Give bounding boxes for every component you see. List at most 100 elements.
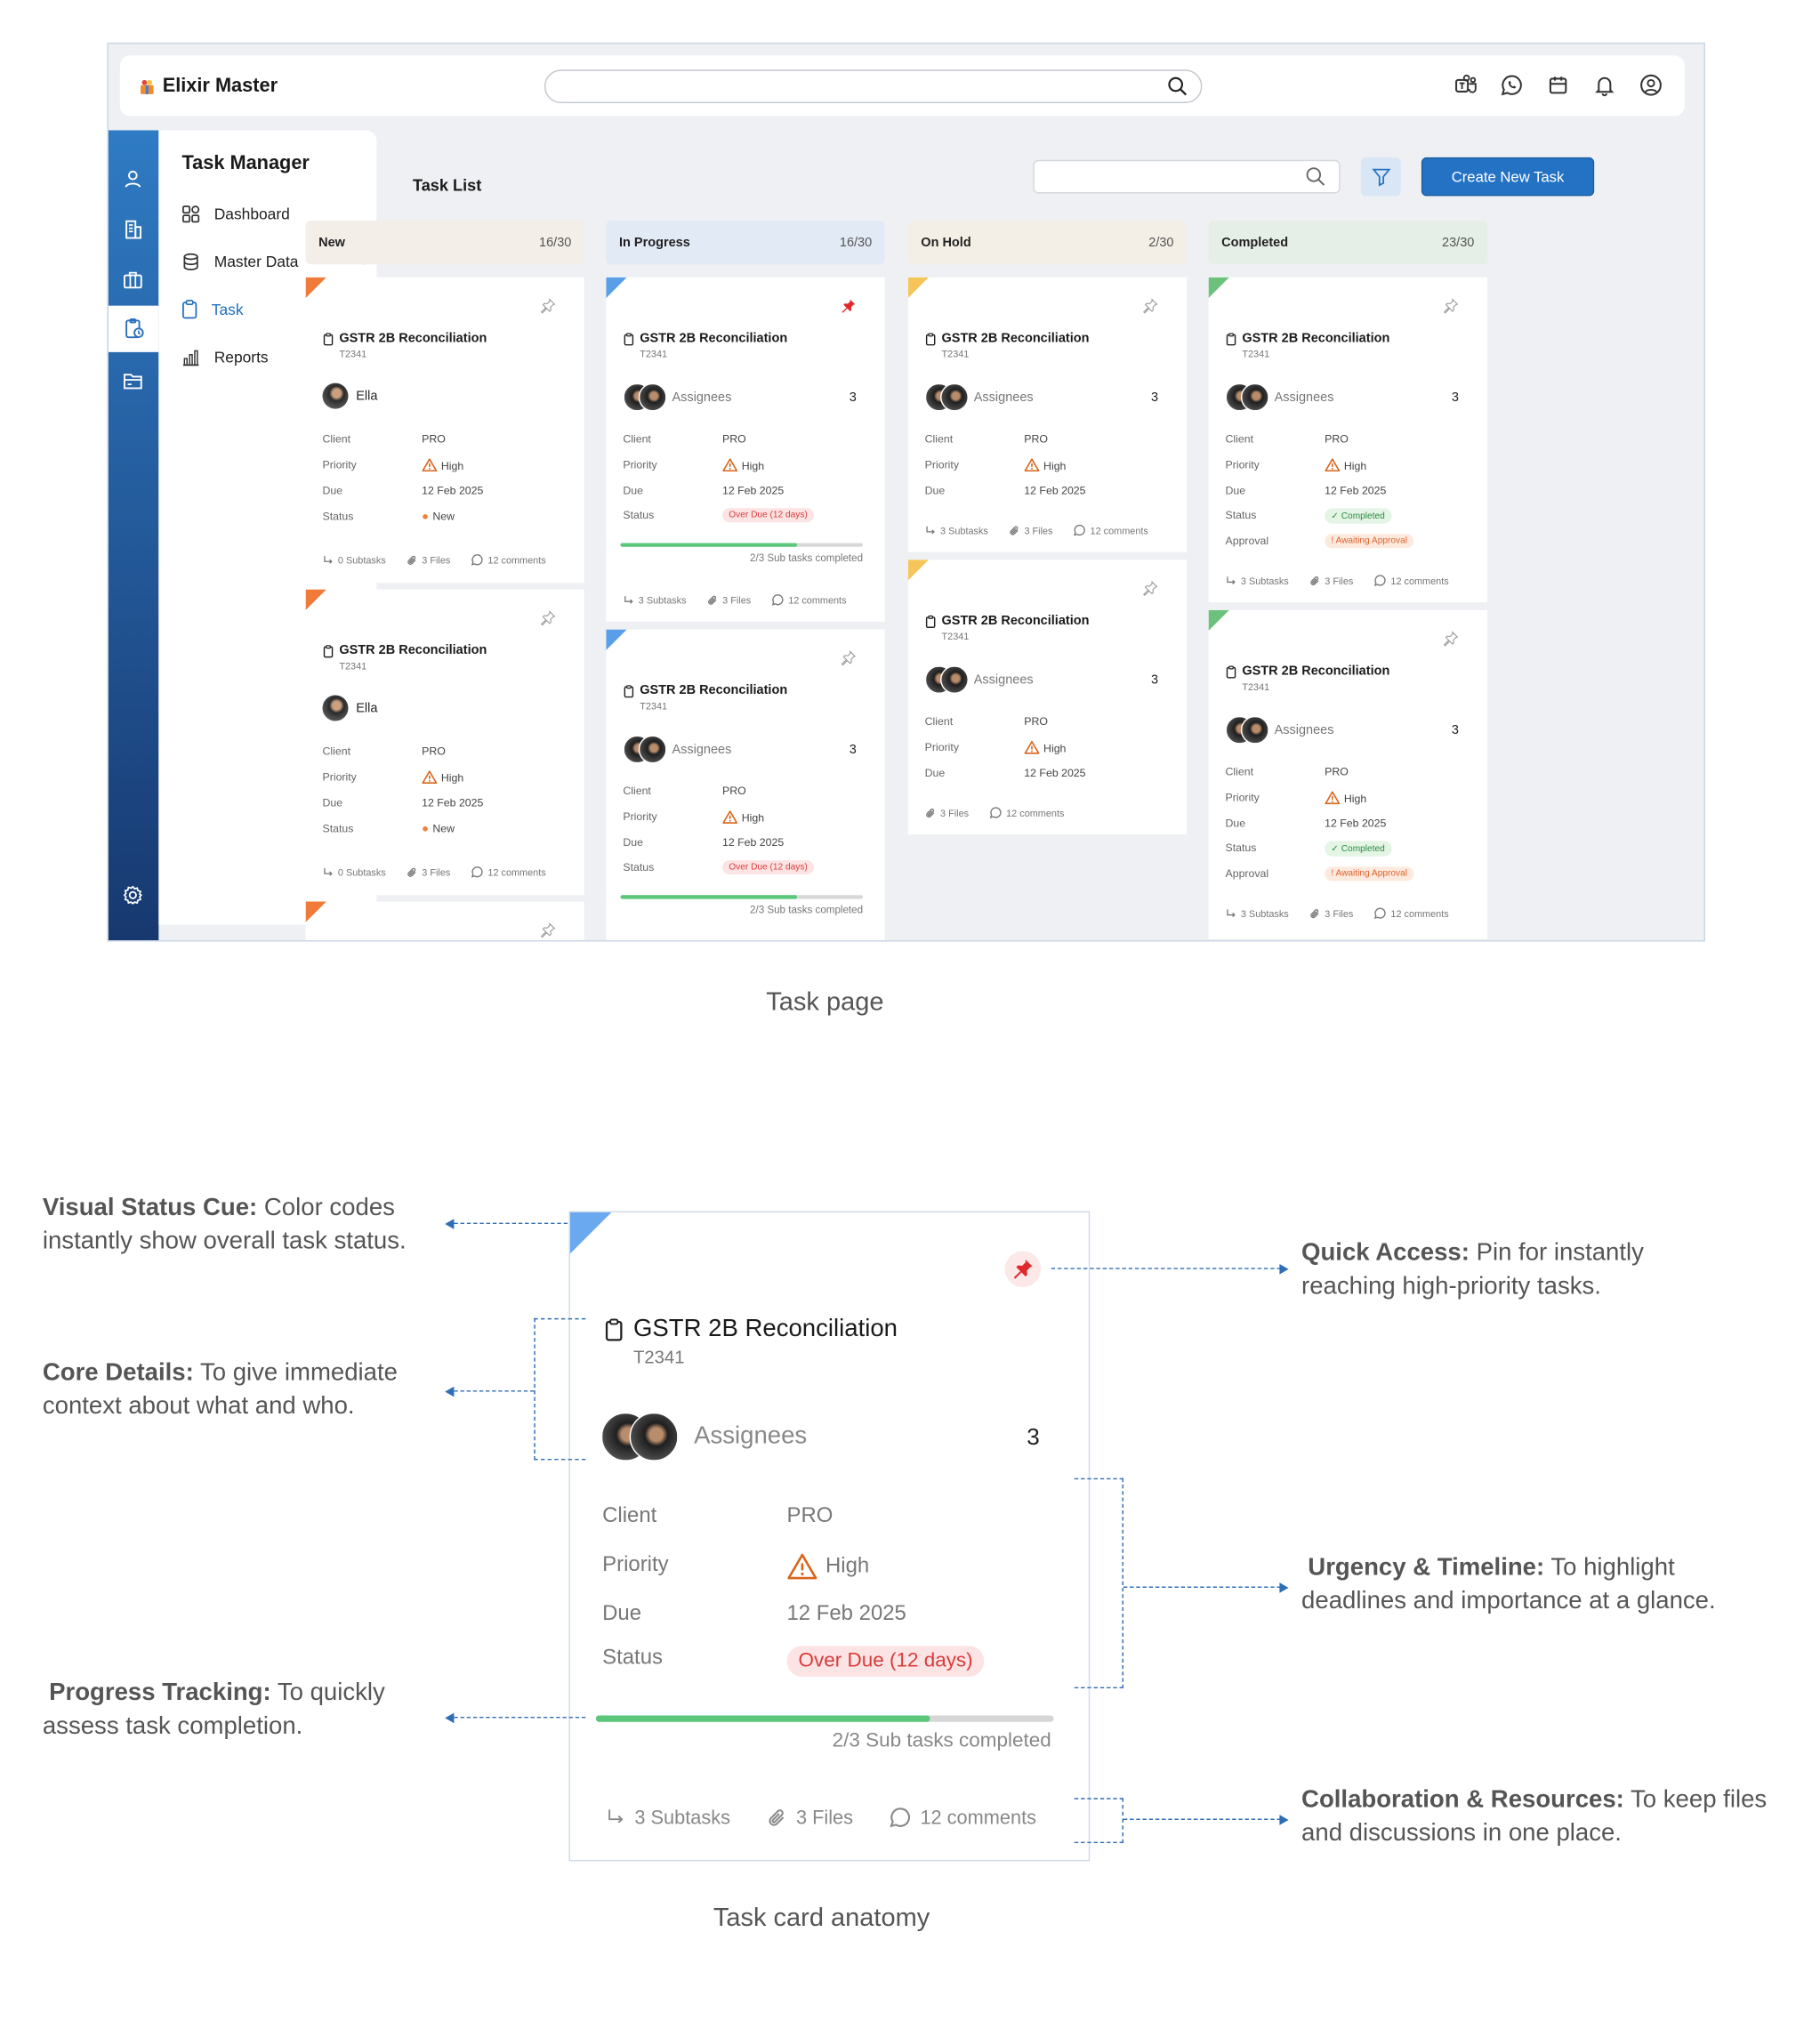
due-value: 12 Feb 2025 <box>1024 483 1086 497</box>
subtasks-link[interactable]: 3 Subtasks <box>623 594 687 606</box>
files-link[interactable]: 3 Files <box>767 1806 853 1829</box>
global-search-input[interactable] <box>544 69 1203 103</box>
user-circle-icon[interactable] <box>1639 72 1664 98</box>
comments-link[interactable]: 12 comments <box>471 553 546 567</box>
client-label: Client <box>602 1503 657 1527</box>
task-title[interactable]: GSTR 2B Reconciliation <box>1226 332 1389 346</box>
files-link[interactable]: 3 Files <box>707 594 751 606</box>
task-title[interactable]: GSTR 2B Reconciliation <box>925 614 1089 628</box>
task-title[interactable]: GSTR 2B Reconciliation <box>1226 664 1389 679</box>
comments-link[interactable]: 12 comments <box>890 1806 1036 1829</box>
status-badge: ✓ Completed <box>1325 508 1392 524</box>
briefcase-icon[interactable] <box>120 267 146 293</box>
due-label: Due <box>322 483 343 497</box>
files-link[interactable]: 3 Files <box>925 807 969 818</box>
assignees[interactable]: Assignees <box>1225 382 1334 412</box>
filter-button[interactable] <box>1360 157 1401 197</box>
priority-value: High <box>1325 458 1366 472</box>
column-count: 16/30 <box>839 235 873 250</box>
bell-icon[interactable] <box>1591 72 1617 98</box>
assignees[interactable]: Assignees <box>924 665 1034 695</box>
task-search-input[interactable] <box>1033 159 1341 194</box>
subtasks-link[interactable]: 3 Subtasks <box>925 524 988 535</box>
pin-button[interactable] <box>1004 1251 1042 1288</box>
assignees[interactable]: Assignees <box>623 735 731 764</box>
task-title[interactable]: GSTR 2B Reconciliation <box>623 332 787 346</box>
folder-icon[interactable] <box>120 367 146 393</box>
subtask-arrow-icon <box>926 526 935 534</box>
subtasks-link[interactable]: 3 Subtasks <box>1226 907 1289 919</box>
subtasks-link[interactable]: 3 Subtasks <box>605 1806 730 1829</box>
files-link[interactable]: 3 Files <box>407 554 450 566</box>
comments-link[interactable]: 12 comments <box>989 806 1064 819</box>
whatsapp-icon[interactable] <box>1499 72 1525 98</box>
card-footer: 3 Subtasks 3 Files 12 comments <box>1226 906 1449 919</box>
brand[interactable]: Elixir Master <box>140 75 278 97</box>
pin-icon[interactable] <box>540 922 556 938</box>
files-link[interactable]: 3 Files <box>407 866 450 878</box>
files-link[interactable]: 3 Files <box>1309 907 1353 919</box>
task-title[interactable]: GSTR 2B Reconciliation <box>604 1316 898 1344</box>
files-link[interactable]: 3 Files <box>1309 575 1353 586</box>
assignee[interactable]: Ella <box>322 382 377 409</box>
task-card[interactable] <box>305 901 584 941</box>
pin-icon[interactable] <box>1143 580 1158 596</box>
pin-icon[interactable] <box>841 298 856 313</box>
pin-icon[interactable] <box>540 610 556 626</box>
comments-link[interactable]: 12 comments <box>1074 524 1148 537</box>
comments-link[interactable]: 12 comments <box>1374 906 1449 919</box>
progress-text: 2/3 Sub tasks completed <box>750 904 864 916</box>
pin-icon[interactable] <box>1443 298 1459 314</box>
calendar-icon[interactable] <box>1545 72 1571 98</box>
pin-icon[interactable] <box>1443 631 1459 647</box>
anatomy-task-card[interactable]: GSTR 2B Reconciliation T2341 Assignees 3… <box>568 1211 1091 1862</box>
pin-icon[interactable] <box>1143 298 1158 314</box>
subtasks-link[interactable]: 0 Subtasks <box>323 554 386 566</box>
comments-link[interactable]: 12 comments <box>1374 574 1449 587</box>
assignees[interactable]: Assignees <box>924 382 1034 412</box>
assignee[interactable]: Ella <box>322 695 377 721</box>
status-color-corner <box>569 1212 612 1254</box>
task-code: T2341 <box>1242 348 1270 360</box>
assignees[interactable]: Assignees <box>1225 715 1334 745</box>
assignees[interactable]: Assignees <box>623 382 732 412</box>
task-title[interactable]: GSTR 2B Reconciliation <box>925 332 1089 346</box>
assignees-label: Assignees <box>672 390 732 405</box>
priority-value: High <box>787 1553 869 1580</box>
pin-icon[interactable] <box>841 650 857 666</box>
task-title[interactable]: GSTR 2B Reconciliation <box>323 332 487 346</box>
building-icon[interactable] <box>120 217 146 243</box>
assignees[interactable]: Assignees <box>600 1412 807 1461</box>
teams-icon[interactable] <box>1453 72 1478 98</box>
pin-icon[interactable] <box>540 298 556 314</box>
subtasks-link[interactable]: 0 Subtasks <box>323 866 386 878</box>
due-label: Due <box>1225 483 1246 497</box>
task-clock-icon[interactable] <box>108 305 159 352</box>
nav-item-dashboard[interactable]: Dashboard <box>181 204 361 224</box>
comments-link[interactable]: 12 comments <box>471 866 546 879</box>
task-title[interactable]: GSTR 2B Reconciliation <box>623 684 787 697</box>
settings-icon[interactable] <box>120 882 146 908</box>
task-title[interactable]: GSTR 2B Reconciliation <box>323 644 487 658</box>
bar-chart-icon <box>182 350 199 366</box>
icon-rail <box>108 130 159 941</box>
create-new-task-button[interactable]: Create New Task <box>1421 157 1595 197</box>
due-label: Due <box>602 1601 642 1625</box>
user-icon[interactable] <box>120 166 146 192</box>
files-link[interactable]: 3 Files <box>1009 524 1052 535</box>
comments-link[interactable]: 12 comments <box>771 593 847 607</box>
nav-item-task[interactable]: Task <box>181 299 361 319</box>
subtasks-link[interactable]: 3 Subtasks <box>1226 575 1289 586</box>
